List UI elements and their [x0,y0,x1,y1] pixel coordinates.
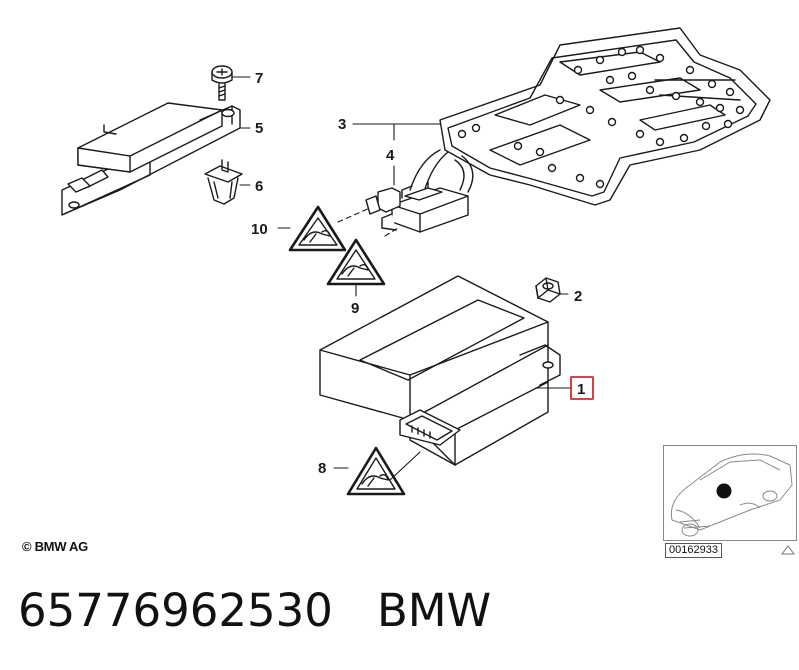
callout-1-highlight-box [570,376,594,400]
part-4-connector-cable [365,149,474,233]
leader-lines [232,76,571,481]
part-7-screw [211,65,233,101]
callout-label-5: 5 [255,120,263,137]
callout-label-7: 7 [255,70,263,87]
callout-label-4: 4 [386,147,395,164]
callout-label-10: 10 [251,221,268,238]
copyright-notice: © BMW AG [22,539,88,554]
part-6-clip-nut [204,159,243,205]
warning-triangle-10 [288,205,347,252]
part-1-control-module [319,275,561,466]
part-3-harness-plate [439,27,771,206]
callout-label-2: 2 [574,288,582,305]
part-number: 65776962530 [18,584,333,637]
reference-frame [663,445,797,541]
callout-label-3: 3 [338,116,346,133]
part-5-bracket-module [61,102,241,216]
callout-label-1: 1 [577,381,585,398]
warning-triangle-8 [346,446,406,496]
triangle-marker-icon [781,545,795,555]
callout-label-8: 8 [318,460,326,477]
reference-image-number: 00162933 [665,543,722,558]
part-2-nut [535,277,561,303]
brand-name: BMW [376,584,492,637]
callout-label-6: 6 [255,178,263,195]
vehicle-location-thumbnail [670,453,793,537]
footer: 65776962530 BMW [18,584,491,637]
callout-label-9: 9 [351,300,359,317]
